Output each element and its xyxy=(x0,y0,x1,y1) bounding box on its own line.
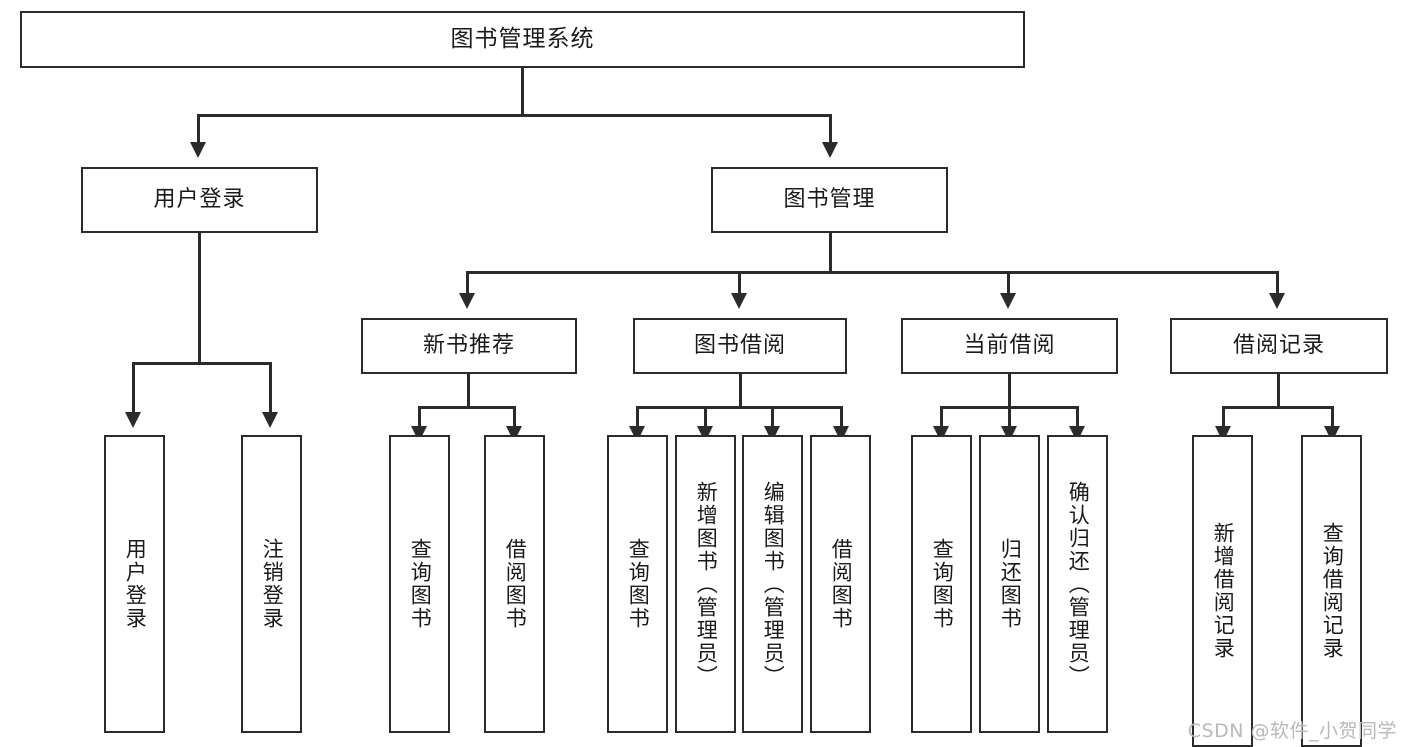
node-book-management[interactable]: 图书管理 xyxy=(711,167,948,233)
leaf-label: 归还图书 xyxy=(998,538,1023,630)
edge-bm-to-new-book xyxy=(466,271,469,295)
leaf-label: 确认归还（管理员） xyxy=(1066,480,1091,688)
edge-bm-to-borrow-record xyxy=(1276,271,1279,295)
arrow-root-to-book-management xyxy=(822,142,838,158)
node-current-borrow[interactable]: 当前借阅 xyxy=(901,318,1118,374)
leaf-label: 新增图书（管理员） xyxy=(694,480,719,688)
node-label: 用户登录 xyxy=(153,187,246,213)
edge-new-book-to-leaf-2 xyxy=(513,406,516,428)
leaf-label: 用户登录 xyxy=(123,538,148,630)
edge-book-management-stem xyxy=(829,233,832,273)
leaf-borrow-record-add-record[interactable]: 新增借阅记录 xyxy=(1192,435,1253,747)
leaf-current-borrow-confirm-return-admin[interactable]: 确认归还（管理员） xyxy=(1047,435,1108,733)
leaf-book-borrow-query-book[interactable]: 查询图书 xyxy=(607,435,668,733)
leaf-borrow-record-query-record[interactable]: 查询借阅记录 xyxy=(1301,435,1362,747)
node-label: 图书管理系统 xyxy=(450,26,595,53)
edge-current-borrow-stem xyxy=(1008,374,1011,409)
leaf-label: 查询图书 xyxy=(408,538,433,630)
arrow-bm-to-book-borrow xyxy=(731,293,747,309)
leaf-new-book-borrow-book[interactable]: 借阅图书 xyxy=(484,435,545,733)
leaf-label: 编辑图书（管理员） xyxy=(761,480,786,688)
leaf-new-book-query-book[interactable]: 查询图书 xyxy=(389,435,450,733)
node-label: 图书管理 xyxy=(783,187,876,213)
edge-book-borrow-to-leaf-4 xyxy=(840,406,843,428)
node-root-book-management-system[interactable]: 图书管理系统 xyxy=(20,11,1025,68)
edge-borrow-record-bus xyxy=(1222,406,1334,409)
node-new-book-recommend[interactable]: 新书推荐 xyxy=(361,318,577,374)
edge-root-bus xyxy=(197,114,831,117)
leaf-book-borrow-edit-book-admin[interactable]: 编辑图书（管理员） xyxy=(742,435,803,733)
edge-borrow-record-to-leaf-1 xyxy=(1222,406,1225,428)
leaf-label: 新增借阅记录 xyxy=(1211,522,1236,660)
arrow-bm-to-borrow-record xyxy=(1269,293,1285,309)
leaf-label: 注销登录 xyxy=(260,538,285,630)
node-label: 新书推荐 xyxy=(422,333,515,359)
edge-current-borrow-to-leaf-2 xyxy=(1008,406,1011,428)
edge-book-borrow-to-leaf-1 xyxy=(636,406,639,428)
edge-bm-to-current-borrow xyxy=(1007,271,1010,295)
edge-book-borrow-to-leaf-3 xyxy=(771,406,774,428)
edge-user-login-to-leaf-2 xyxy=(269,362,272,414)
edge-root-to-book-management xyxy=(829,114,832,144)
edge-borrow-record-to-leaf-2 xyxy=(1331,406,1334,428)
leaf-current-borrow-return-book[interactable]: 归还图书 xyxy=(979,435,1040,733)
edge-bm-to-book-borrow xyxy=(738,271,741,295)
node-label: 借阅记录 xyxy=(1232,333,1325,359)
edge-book-borrow-stem xyxy=(739,374,742,409)
edge-borrow-record-stem xyxy=(1277,374,1280,409)
leaf-user-login-logout[interactable]: 注销登录 xyxy=(241,435,302,733)
node-user-login[interactable]: 用户登录 xyxy=(81,167,318,233)
edge-book-management-bus xyxy=(466,271,1279,274)
edge-user-login-to-leaf-1 xyxy=(132,362,135,414)
leaf-label: 查询图书 xyxy=(626,538,651,630)
node-label: 图书借阅 xyxy=(693,333,786,359)
edge-user-login-bus xyxy=(132,362,270,365)
arrow-user-login-to-leaf-1 xyxy=(125,412,141,428)
edge-book-borrow-bus xyxy=(636,406,843,409)
leaf-label: 借阅图书 xyxy=(829,538,854,630)
arrow-root-to-user-login xyxy=(190,142,206,158)
node-borrow-record[interactable]: 借阅记录 xyxy=(1170,318,1388,374)
leaf-book-borrow-borrow-book[interactable]: 借阅图书 xyxy=(810,435,871,733)
leaf-label: 借阅图书 xyxy=(503,538,528,630)
edge-new-book-stem xyxy=(467,374,470,409)
edge-root-to-user-login xyxy=(197,114,200,144)
edge-new-book-to-leaf-1 xyxy=(418,406,421,428)
edge-current-borrow-to-leaf-1 xyxy=(940,406,943,428)
leaf-book-borrow-add-book-admin[interactable]: 新增图书（管理员） xyxy=(675,435,736,733)
leaf-label: 查询借阅记录 xyxy=(1320,522,1345,660)
leaf-user-login-user-login[interactable]: 用户登录 xyxy=(104,435,165,733)
arrow-bm-to-current-borrow xyxy=(1000,293,1016,309)
edge-book-borrow-to-leaf-2 xyxy=(704,406,707,428)
leaf-label: 查询图书 xyxy=(930,538,955,630)
node-label: 当前借阅 xyxy=(963,333,1056,359)
arrow-bm-to-new-book xyxy=(459,293,475,309)
node-book-borrow[interactable]: 图书借阅 xyxy=(633,318,847,374)
edge-root-stem xyxy=(521,68,524,116)
edge-user-login-stem xyxy=(198,233,201,364)
leaf-current-borrow-query-book[interactable]: 查询图书 xyxy=(911,435,972,733)
csdn-watermark: CSDN @软件_小贺同学 xyxy=(1187,720,1397,742)
edge-new-book-bus xyxy=(418,406,516,409)
edge-current-borrow-to-leaf-3 xyxy=(1076,406,1079,428)
arrow-user-login-to-leaf-2 xyxy=(262,412,278,428)
